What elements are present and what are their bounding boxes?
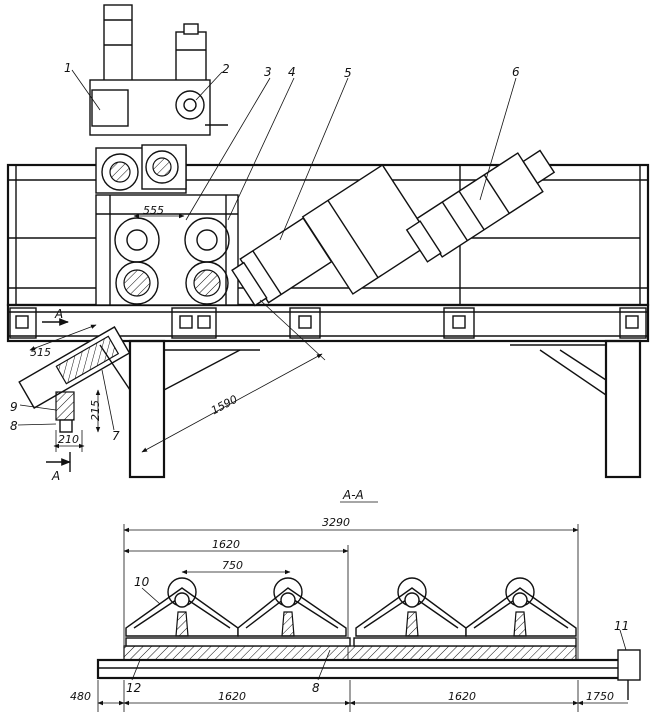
dim-555: 555 xyxy=(133,204,185,219)
dim-3290: 3290 xyxy=(123,516,579,660)
dim-1620-top-text: 1620 xyxy=(212,538,240,551)
section-arrow-top: A xyxy=(42,307,69,326)
label-9: 9 xyxy=(10,400,18,414)
label-8: 8 xyxy=(10,419,18,433)
label-11: 11 xyxy=(614,619,629,633)
roll-stand xyxy=(89,4,239,306)
section-label-a-bottom: A xyxy=(51,469,60,483)
dim-1590-text: 1590 xyxy=(209,393,240,418)
label-1: 1 xyxy=(64,61,72,75)
dim-515: 515 xyxy=(29,324,97,359)
bolt-box xyxy=(443,307,475,339)
section-arrow-bottom: A xyxy=(46,452,71,483)
bolt-box xyxy=(289,307,321,339)
section-title: A-A xyxy=(342,488,364,502)
dim-215: 215 xyxy=(89,389,102,433)
left-attachment xyxy=(18,326,131,433)
bolt-box xyxy=(171,307,217,339)
dim-210: 210 xyxy=(53,430,85,452)
dim-480-text: 480 xyxy=(70,690,91,703)
label-7: 7 xyxy=(112,429,120,443)
section-unit xyxy=(355,577,467,637)
leaders-top xyxy=(17,69,517,431)
bolt-box xyxy=(9,307,37,339)
dim-1590: 1590 xyxy=(141,299,326,453)
dim-1620-left-text: 1620 xyxy=(218,690,246,703)
leaders-section xyxy=(131,587,627,681)
dim-3290-text: 3290 xyxy=(322,516,350,529)
dim-bottom-row xyxy=(97,680,628,712)
dim-210-text: 210 xyxy=(58,433,79,446)
base-beam xyxy=(6,303,650,343)
section-base xyxy=(96,637,641,700)
label-8-section: 8 xyxy=(312,681,320,695)
dim-750-text: 750 xyxy=(222,559,243,572)
label-4: 4 xyxy=(288,65,296,79)
label-10: 10 xyxy=(134,575,150,589)
inclined-unit-6 xyxy=(405,149,556,263)
label-2: 2 xyxy=(222,62,230,76)
support-legs xyxy=(128,339,642,479)
dim-1620-top: 1620 xyxy=(123,538,349,660)
section-label-a-top: A xyxy=(54,307,63,321)
label-12: 12 xyxy=(126,681,141,695)
label-3: 3 xyxy=(264,65,272,79)
dim-750: 750 xyxy=(181,559,291,575)
section-unit xyxy=(125,577,239,637)
dim-215-text: 215 xyxy=(89,400,102,421)
bolt-box xyxy=(619,307,647,339)
label-6: 6 xyxy=(512,65,520,79)
section-unit xyxy=(237,577,347,637)
dim-1750-text: 1750 xyxy=(586,690,614,703)
section-unit xyxy=(465,577,577,637)
inclined-unit-housing xyxy=(301,164,434,295)
label-5: 5 xyxy=(344,66,352,80)
dim-555-text: 555 xyxy=(143,204,164,217)
dim-1620-right-text: 1620 xyxy=(448,690,476,703)
dim-515-text: 515 xyxy=(30,346,51,359)
